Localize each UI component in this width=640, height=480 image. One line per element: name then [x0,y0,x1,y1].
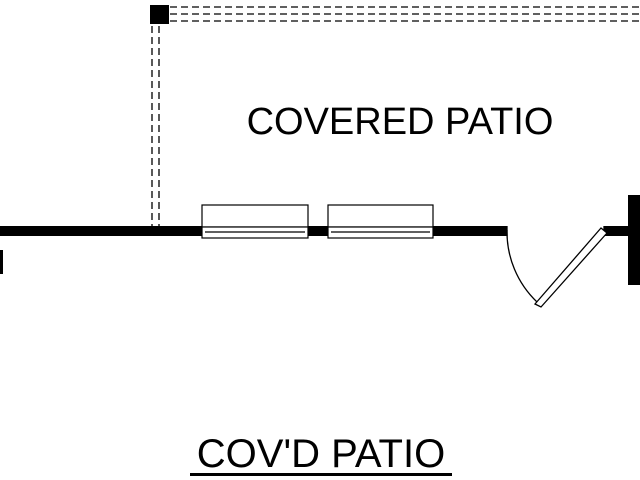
roof-beam-top [170,6,640,22]
window-2-icon [327,204,434,239]
right-wall [628,195,640,285]
column-post-icon [150,5,169,24]
roof-beam-left [151,26,160,228]
exterior-wall [0,226,634,236]
caption-underline [190,473,452,476]
window-1-icon [201,204,309,239]
door-swing-icon [506,226,608,308]
room-label: COVERED PATIO [247,101,554,143]
plan-caption: COV'D PATIO [197,432,445,476]
left-wall-stub [0,250,3,274]
